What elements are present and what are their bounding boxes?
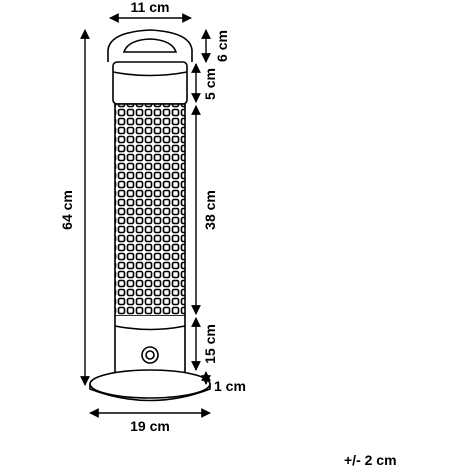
base-foot	[89, 369, 211, 399]
foot-rim	[89, 384, 211, 402]
total-height-label: 64 cm	[59, 190, 75, 230]
top-cap	[112, 61, 188, 105]
handle-grip	[122, 38, 178, 53]
cap-height-label: 5 cm	[202, 68, 218, 100]
column-height-label: 15 cm	[202, 324, 218, 364]
top-width-label: 11 cm	[131, 0, 170, 15]
column-band	[114, 325, 186, 331]
power-knob-icon	[141, 346, 159, 364]
tolerance-note: +/- 2 cm	[344, 452, 397, 468]
cap-band	[112, 71, 188, 77]
heater-illustration	[89, 29, 211, 402]
base-width-label: 19 cm	[130, 418, 170, 434]
heating-grille	[114, 103, 186, 317]
handle	[107, 29, 193, 62]
handle-height-label: 6 cm	[214, 30, 230, 62]
foot-height-label: 1 cm	[214, 378, 246, 394]
grille-height-label: 38 cm	[202, 190, 218, 230]
dimension-lines	[80, 13, 211, 418]
base-column	[114, 316, 186, 377]
